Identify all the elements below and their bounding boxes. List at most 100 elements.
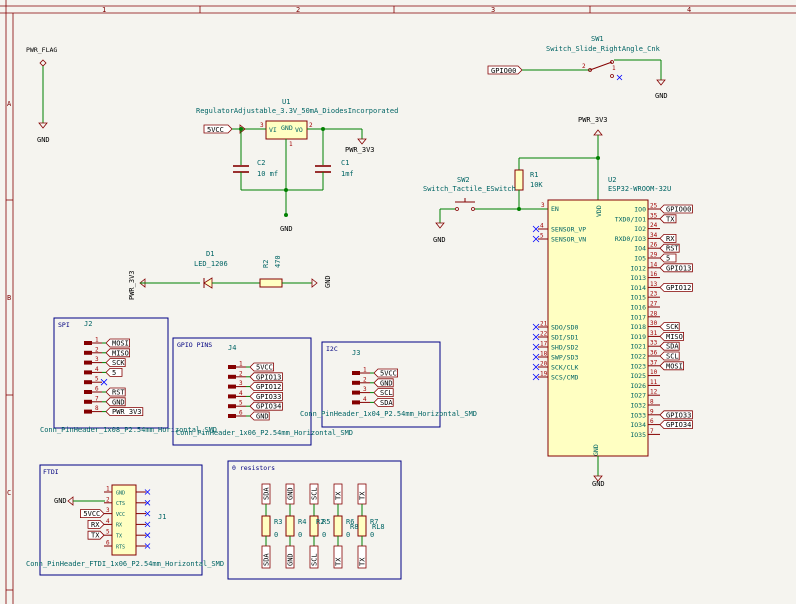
u2-right-pin-num: 10 [650,369,658,376]
u2-net-label: GPIO33 [666,411,691,419]
u2-right-pin-name: IO26 [630,382,646,390]
u2-net-label: TX [666,215,675,223]
pwr-flag-label: PWR_FLAG [26,46,57,54]
sw1-pin2: 2 [582,63,586,70]
capacitor-c1[interactable]: C1 1mf [315,159,354,178]
u2-vdd: VDD [595,205,603,217]
ftdi-pin-num: 3 [106,507,110,514]
zero-res-ref: R7 [370,518,378,526]
u2-right-pin-num: 8 [650,399,654,406]
i2c-pin-label: SDA [380,399,393,407]
sw1-ref: SW1 [591,35,604,43]
c1-value: 1mf [341,170,354,178]
u2-right-pin-num: 6 [650,418,654,425]
gpio-pin-num: 4 [239,390,243,397]
spi-pin-label: GND [112,398,125,406]
sw2-value: Switch_Tactile_ESwitch [423,185,516,193]
u2-right-pin-num: 13 [650,281,658,288]
gpio-pin-label: 5VCC [256,364,273,372]
spi-pin-num: 1 [95,337,99,344]
spi-pin-label: MISO [112,349,129,357]
r1-ref: R1 [530,171,538,179]
gpio-value: Conn_PinHeader_1x06_P2.54mm_Horizontal_S… [176,429,353,437]
u2-right-pin-name: IO0 [634,206,646,214]
u1-ref: U1 [282,98,290,106]
u2-right-pin-num: 37 [650,359,658,366]
regulator-u1[interactable]: U1 RegulatorAdjustable_3.3V_50mA_DiodesI… [196,98,398,233]
u2-right-pin-name: IO19 [630,333,646,341]
zero-res-value: 0 [370,531,374,539]
sw1-pin1: 1 [612,65,616,72]
u2-net-label: SCL [666,353,679,361]
led-d1[interactable]: PWR_3V3 LED_1206 D1 LED_1206 R2 470 GND [128,250,332,300]
esp32-u2[interactable]: U2 ESP32-WROOM-32U VDD GND GND EN 3 SENS… [532,176,693,488]
u1-out-label: PWR_3V3 [345,146,375,154]
spi-pin-label: RST [112,389,125,397]
u1-pin2: 2 [309,122,313,129]
u2-right-pin-num: 35 [650,212,658,219]
spi-ref: J2 [84,320,92,328]
ftdi-pin-label: RX [91,521,100,529]
u2-en-name: EN [551,205,559,213]
spi-pin-label: SCK [112,359,125,367]
u1-pin1: 1 [289,141,293,148]
ftdi-pin-label: TX [91,532,100,540]
gpio-title: GPIO PINS [177,341,212,349]
gpio-pin-label: GND [256,413,269,421]
u2-right-pin-num: 9 [650,408,654,415]
sw1-value: Switch_Slide_RightAngle_Cnk [546,45,661,53]
i2c-pin-label: 5VCC [380,370,397,378]
r1-value: 10K [530,181,543,189]
gpio-pin-label: GPIO12 [256,383,281,391]
u2-left-pin-name: SCS/CMD [551,374,578,382]
gpio-pin-num: 3 [239,380,243,387]
u2-left-pin-num: 18 [540,351,548,358]
capacitor-c2[interactable]: C2 10 mf [233,159,278,178]
spi-pin-label: PWR_3V3 [112,408,142,416]
u2-left-pin-num: 20 [540,361,548,368]
ftdi-pin-num: 5 [106,529,110,536]
u2-right-pin-num: 31 [650,330,658,337]
i2c-pin-num: 2 [363,376,367,383]
zero-res-value: 0 [322,531,326,539]
u2-right-pin-num: 24 [650,222,658,229]
frame-row-a: A [7,100,12,108]
frame-col-2: 2 [296,6,300,14]
u1-gnd-pin: GND [281,124,293,132]
i2c-pin-num: 1 [363,367,367,374]
u2-left-pin-name: SENSOR_VN [551,236,586,244]
d1-ref-text: D1 [206,250,214,258]
zero-ohm-resistors-box[interactable]: 0 resistors SDASDAR30GNDGNDR40SCLSCLR50T… [227,460,402,580]
zero-res-value: 0 [274,531,278,539]
spi-pin-num: 6 [95,386,99,393]
u2-net-label: GPIO12 [666,284,691,292]
spi-pin-num: 7 [95,395,99,402]
spi-pin-num: 4 [95,366,99,373]
spi-title: SPI [58,321,70,329]
ftdi-title: FTDI [43,468,59,476]
spi-pin-label: 5 [112,369,116,377]
u2-right-pin-name: IO25 [630,372,646,380]
c2-value: 10 mf [257,170,278,178]
frame-col-3: 3 [491,6,495,14]
u2-right-pin-name: IO16 [630,304,646,312]
pwr-flag[interactable]: PWR_FLAG GND [26,46,57,144]
u2-right-pin-num: 26 [650,242,658,249]
r2-value: 470 [274,255,282,268]
u2-left-pin-name: SHD/SD2 [551,344,578,352]
u2-left-pin-num: 21 [540,321,548,328]
zero-res-bottom-label: GND [287,553,295,566]
enable-circuit[interactable]: PWR_3V3 R1 10K SW2 Switch_Tactile_ESwitc… [423,116,608,244]
i2c-value: Conn_PinHeader_1x04_P2.54mm_Horizontal_S… [300,410,477,418]
u2-right-pin-name: IO33 [630,411,646,419]
u2-left-pin-name: SDI/SD1 [551,334,578,342]
u2-right-pin-name: IO34 [630,421,646,429]
switch-sw1[interactable]: SW1 Switch_Slide_RightAngle_Cnk GPIO00 2… [487,35,668,100]
u2-gnd-name: GND [592,444,600,456]
